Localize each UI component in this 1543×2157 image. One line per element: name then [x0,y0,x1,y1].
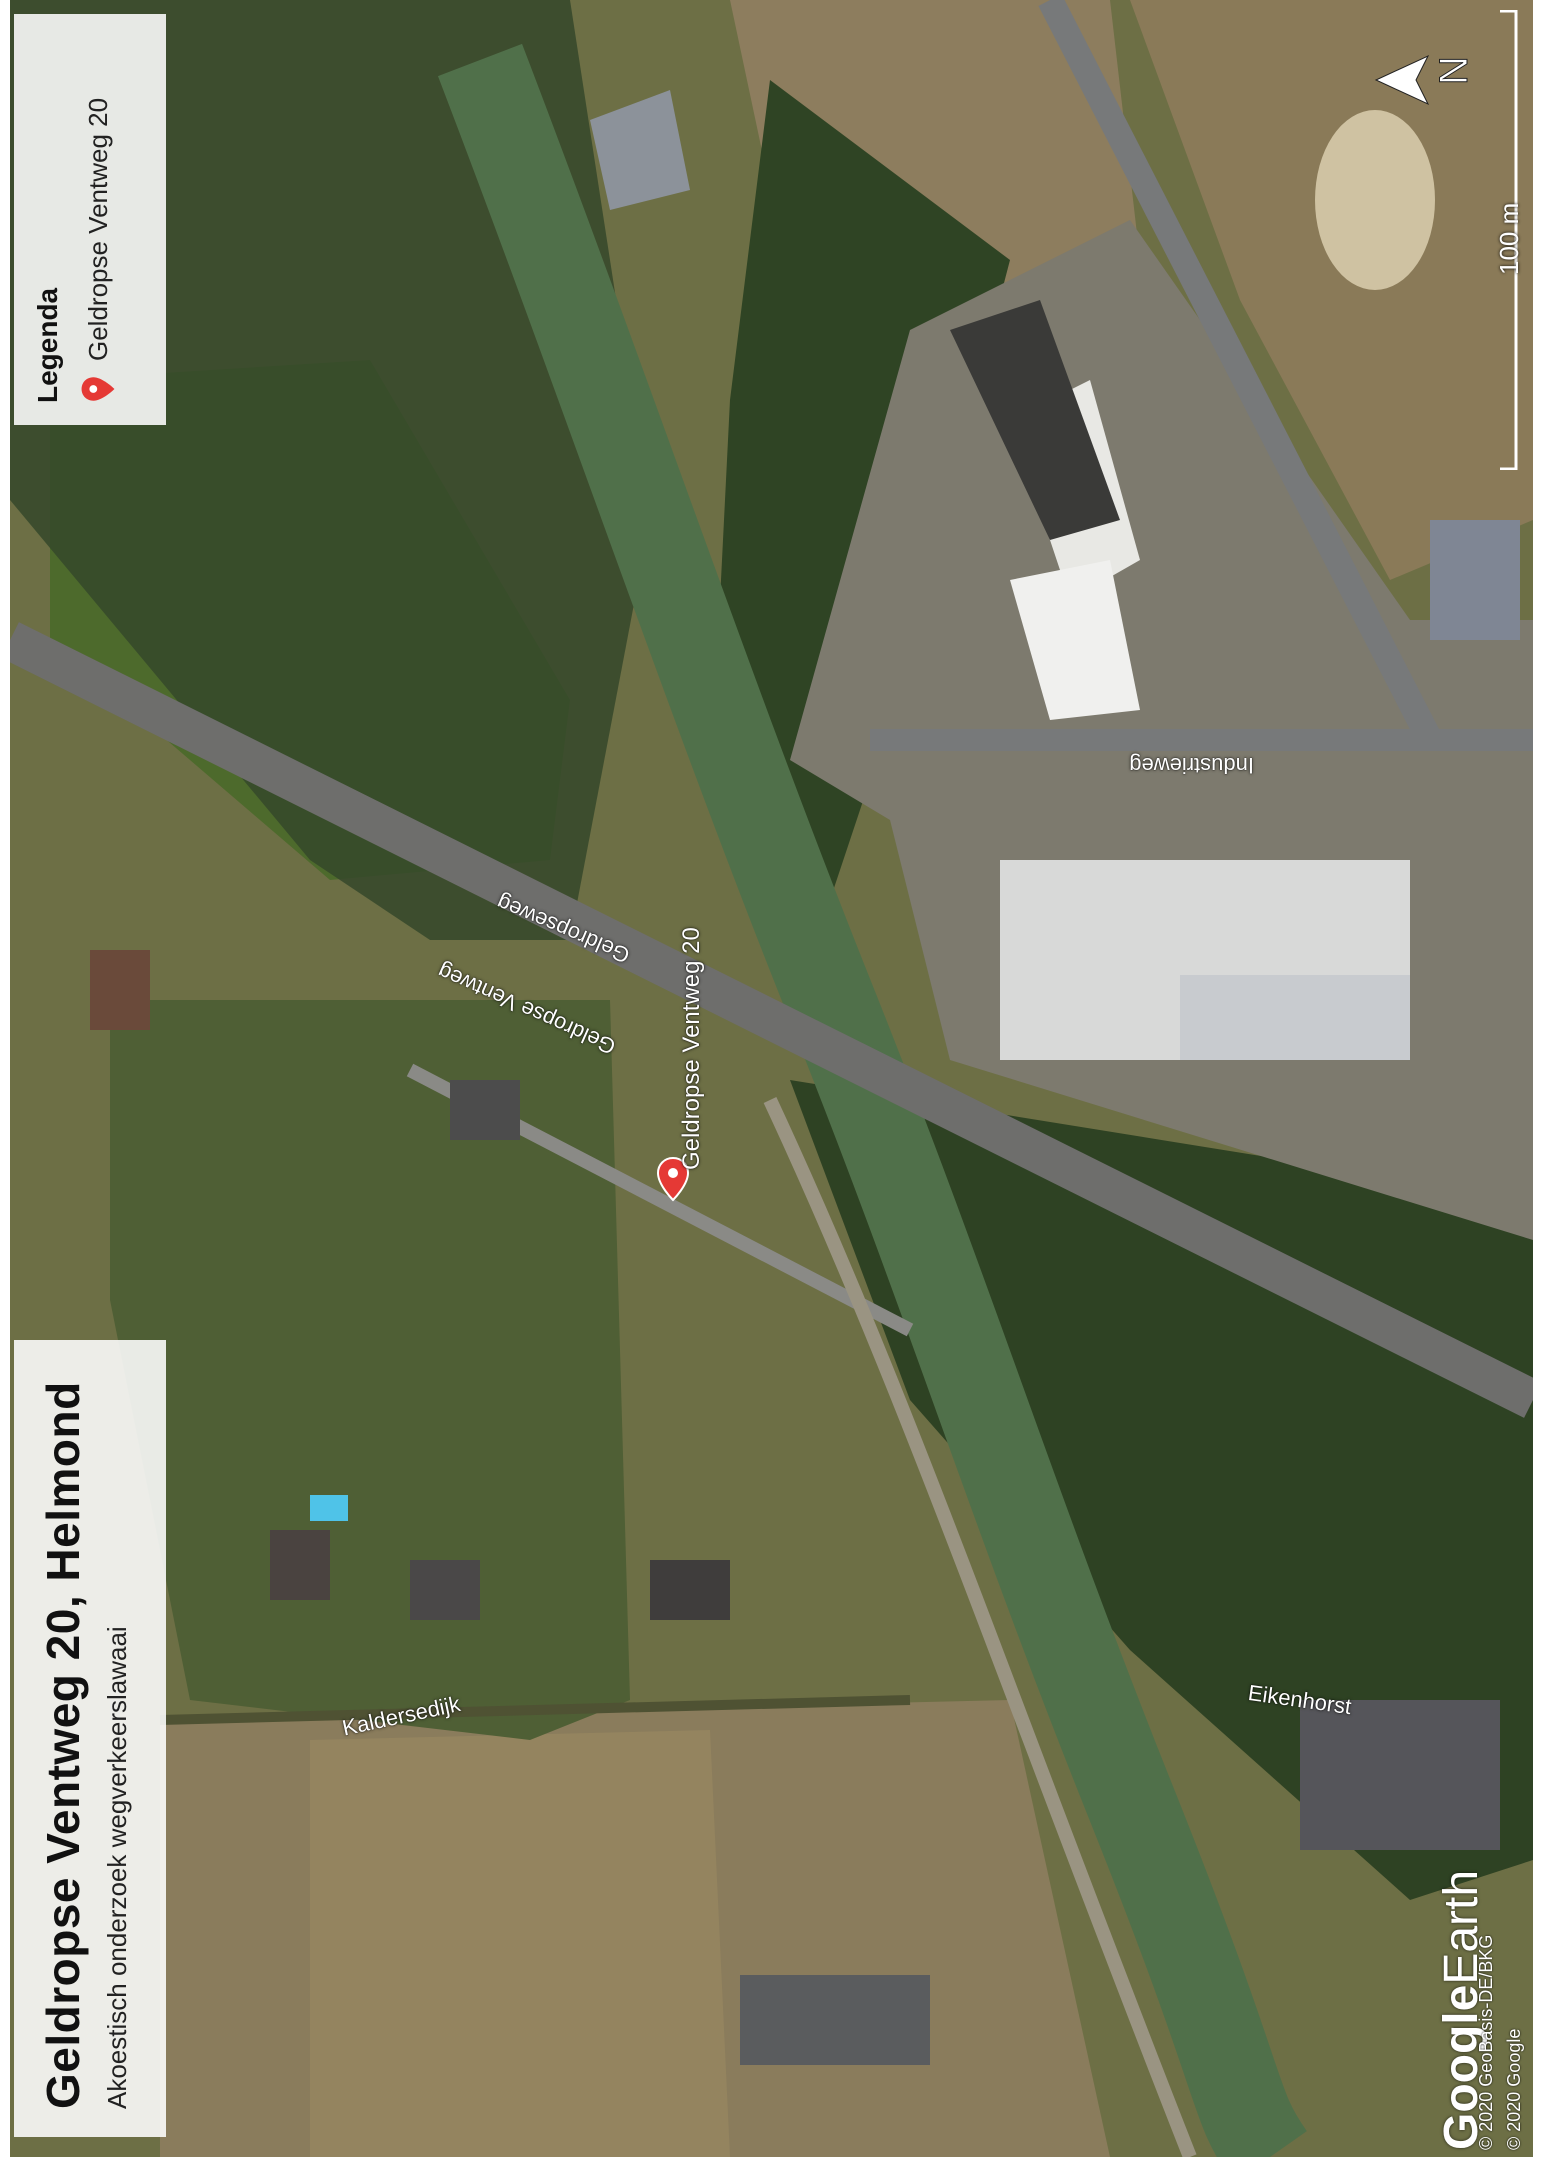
residential-green [110,1000,630,1740]
forest-strip-north [710,80,1010,900]
legend-title: Legenda [32,287,63,403]
swimming-pool [310,1495,348,1521]
map-title: Geldropse Ventweg 20, Helmond [37,1381,89,2109]
hall-roof-east [1430,520,1520,640]
street-label-industrieweg: Industrieweg [1129,753,1254,778]
houses-eikenhorst [1300,1700,1500,1850]
title-panel: Geldropse Ventweg 20, Helmond Akoestisch… [14,1340,166,2137]
factory-roof-annex [1180,975,1410,1060]
house-roof [270,1530,330,1600]
north-arrow-icon: N [1374,54,1477,106]
greenhouse-roof [590,90,690,210]
road-north [1038,0,1442,746]
copyright-google: © 2020 Google [1504,2028,1524,2150]
house-roof [650,1560,730,1620]
canal [437,43,1308,2157]
canal-path [763,1097,1197,2157]
satellite-map[interactable]: Geldropseweg Geldropse Ventweg Industrie… [10,0,1533,2157]
forest-northwest [10,0,650,940]
marker-label: Geldropse Ventweg 20 [678,927,705,1170]
satellite-imagery [10,0,1533,2157]
sand-pile [1315,110,1435,290]
location-pin-icon[interactable] [656,1156,690,1202]
house-roof [90,950,150,1030]
legend-item-label: Geldropse Ventweg 20 [82,97,113,361]
house-roof [410,1560,480,1620]
copyright-geobasis: © 2020 GeoBasis-DE/BKG [1476,1934,1496,2150]
road-kaldersedijk [159,1695,911,1725]
road-geldropseweg [10,622,1533,1418]
red-location-pin-icon [81,377,115,401]
north-arrow: N [1370,50,1490,110]
legend-item: Geldropse Ventweg 20 [80,36,116,403]
house-roof [450,1080,520,1140]
warehouse-roof-2 [950,300,1120,540]
map-subtitle: Akoestisch onderzoek wegverkeerslawaai [102,1626,132,2109]
legend-panel: Legenda Geldropse Ventweg 20 [14,14,166,425]
scale-bar [1500,10,1518,470]
warehouse-roof-3 [1010,560,1140,720]
farmland-south-2 [310,1730,730,2157]
scale-label: 100 m [1494,202,1524,275]
north-letter: N [1432,56,1476,85]
field-northeast [1130,0,1533,580]
barn-roof [740,1975,930,2065]
